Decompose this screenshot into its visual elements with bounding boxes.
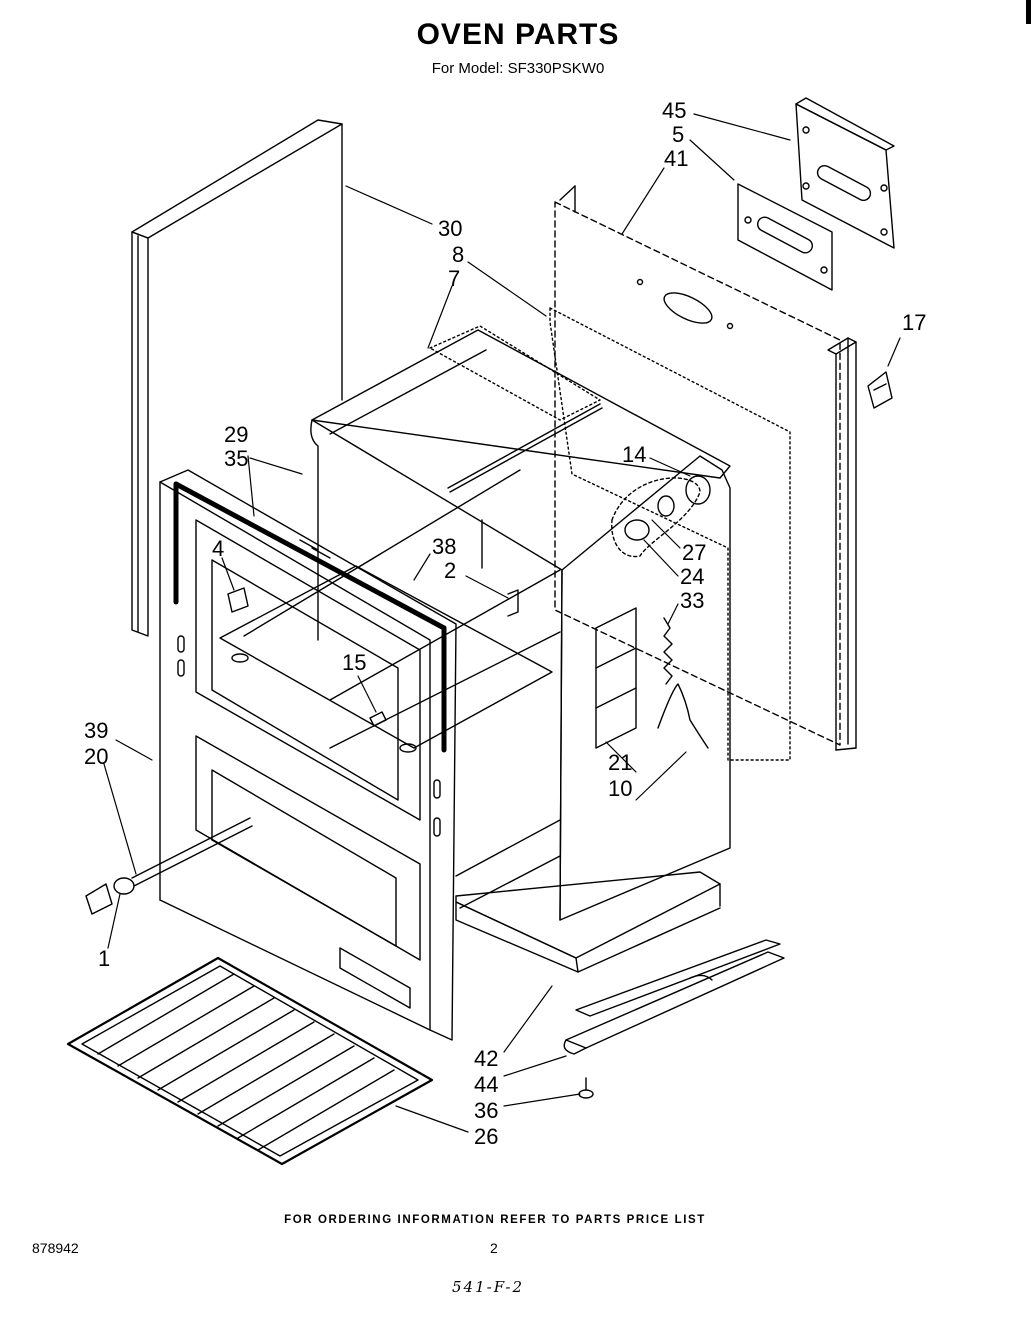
callout-38: 38: [432, 534, 456, 559]
callout-30: 30: [438, 216, 462, 241]
part-side-vent: [595, 607, 637, 749]
callout-7: 7: [448, 266, 460, 291]
callout-39: 39: [84, 718, 108, 743]
callout-14: 14: [622, 442, 646, 467]
part-bottom-tray: [455, 871, 721, 973]
callout-27: 27: [682, 540, 706, 565]
document-number: 878942: [32, 1240, 79, 1256]
part-small-bracket: [867, 371, 893, 409]
page-title: OVEN PARTS: [416, 18, 620, 51]
callout-20: 20: [84, 744, 108, 769]
part-drawer-rail: [563, 939, 785, 1055]
part-door-spring: [663, 617, 673, 685]
part-door-latch: [227, 587, 249, 613]
model-prefix: For Model:: [431, 60, 504, 77]
part-rack-guides: [219, 469, 561, 909]
callout-26: 26: [474, 1124, 498, 1149]
part-small-clip: [369, 711, 387, 727]
callout-15: 15: [342, 650, 366, 675]
callout-numbers: 45 5 41 30 8 7 17 29 35 14 4 38 2 27 24 …: [84, 98, 926, 1149]
callout-42: 42: [474, 1046, 498, 1071]
callout-10: 10: [608, 776, 632, 801]
part-insulation: [429, 307, 791, 761]
callout-1: 1: [98, 946, 110, 971]
callout-36: 36: [474, 1098, 498, 1123]
callout-44: 44: [474, 1072, 498, 1097]
part-right-panel: [827, 337, 857, 751]
part-rear-cover: [554, 185, 841, 746]
callout-5: 5: [672, 122, 684, 147]
part-vent-bracket: [795, 97, 895, 249]
model-line: For Model: SF330PSKW0: [0, 60, 1036, 77]
page-number: 2: [490, 1240, 498, 1256]
callout-33: 33: [680, 588, 704, 613]
callout-29: 29: [224, 422, 248, 447]
ordering-note: FOR ORDERING INFORMATION REFER TO PARTS …: [284, 1214, 706, 1226]
callout-leader-lines: [103, 113, 901, 1133]
handwritten-note: 541-F-2: [452, 1278, 525, 1296]
part-front-frame: [159, 469, 457, 1041]
callout-35: 35: [224, 446, 248, 471]
callout-24: 24: [680, 564, 704, 589]
callout-45: 45: [662, 98, 686, 123]
callout-8: 8: [452, 242, 464, 267]
part-leveling-leg: [578, 1077, 594, 1099]
model-number: SF330PSKW0: [507, 60, 605, 77]
part-side-panel: [131, 119, 343, 637]
part-oven-rack: [66, 956, 434, 1166]
callout-4: 4: [212, 536, 224, 561]
callout-21: 21: [608, 750, 632, 775]
callout-41: 41: [664, 146, 688, 171]
part-clip: [507, 589, 519, 617]
part-lamp-assembly: [611, 475, 711, 558]
edge-registration-mark: [1026, 0, 1031, 24]
callout-2: 2: [444, 558, 456, 583]
callout-17: 17: [902, 310, 926, 335]
part-hinge: [85, 817, 253, 915]
part-oven-liner: [310, 329, 731, 921]
part-element-wire: [657, 683, 709, 749]
part-vent-gasket: [737, 183, 833, 291]
